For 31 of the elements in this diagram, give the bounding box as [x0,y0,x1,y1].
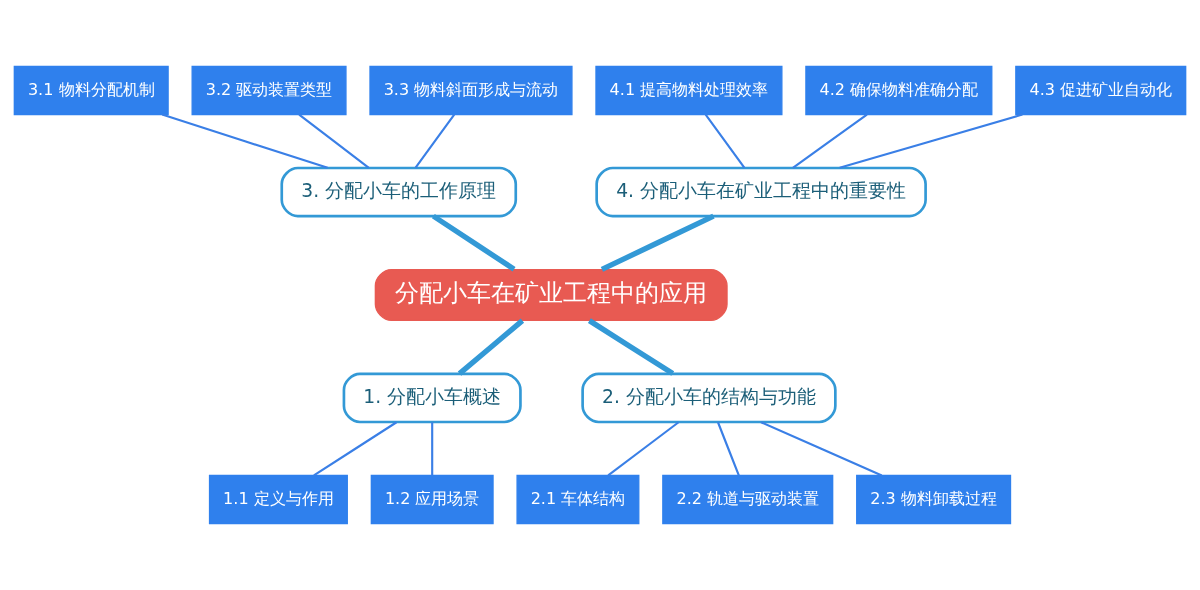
node-box: 2. 分配小车的结构与功能 [581,372,837,424]
connector [600,213,715,272]
node-box: 3.1 物料分配机制 [13,65,169,116]
node-box: 4.2 确保物料准确分配 [805,65,993,116]
node-box: 4. 分配小车在矿业工程中的重要性 [595,166,927,218]
node-box: 1.1 定义与作用 [208,474,348,525]
node-box: 4.1 提高物料处理效率 [595,65,783,116]
node-box: 2.2 轨道与驱动装置 [662,474,834,525]
node-box: 3. 分配小车的工作原理 [280,166,518,218]
connector [457,318,525,376]
connector [298,113,370,169]
node-box: 1.2 应用场景 [370,474,494,525]
node-box: 1. 分配小车概述 [342,372,522,424]
node-box: 分配小车在矿业工程中的应用 [374,268,728,322]
connector [717,421,740,476]
node-box: 4.3 促进矿业自动化 [1015,65,1187,116]
node-box: 3.2 驱动装置类型 [191,65,347,116]
connector [704,114,746,169]
connector [607,421,680,477]
node-box: 2.3 物料卸载过程 [856,474,1012,525]
connector [839,113,1023,169]
connector [792,113,868,169]
connector [587,318,675,376]
connector [431,213,516,272]
node-box: 2.1 车体结构 [516,474,640,525]
connector [431,422,434,476]
node-box: 3.3 物料斜面形成与流动 [369,65,573,116]
connector [760,421,883,477]
connector [414,114,456,169]
connector [313,421,398,477]
connector [161,113,328,169]
